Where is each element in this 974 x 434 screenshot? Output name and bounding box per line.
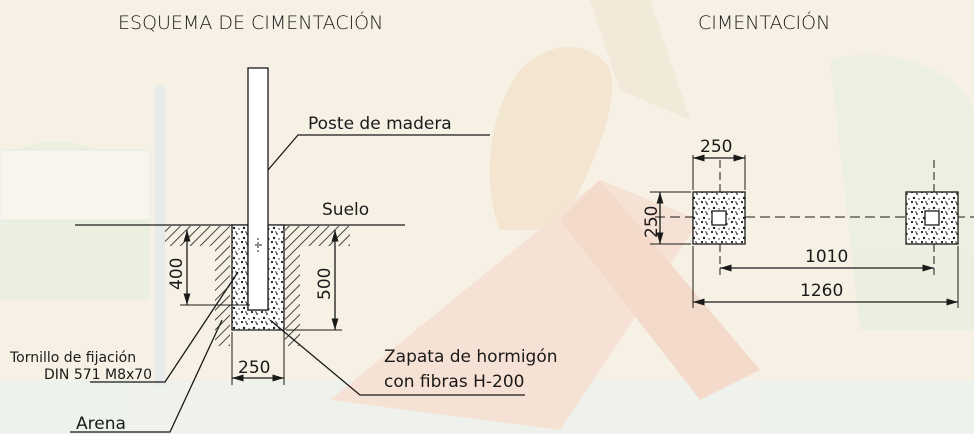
ground-label: Suelo — [322, 200, 369, 220]
footing-label-line2: con fibras H-200 — [384, 372, 524, 392]
dim-label-1260: 1260 — [800, 281, 843, 301]
soil-hatch-right — [285, 246, 300, 346]
footing-label-line1: Zapata de hormigón — [384, 347, 558, 367]
post-leader — [267, 134, 490, 171]
dim-label-width-right: 250 — [700, 137, 732, 157]
left-title: ESQUEMA DE CIMENTACIÓN — [118, 10, 383, 34]
post-label: Poste de madera — [308, 114, 452, 134]
dim-label-width-left: 250 — [238, 358, 270, 378]
sand-label: Arena — [76, 414, 126, 434]
footing-leader — [269, 319, 525, 396]
dim-label-1010: 1010 — [805, 247, 848, 267]
dim-label-400: 400 — [167, 258, 187, 290]
soil-hatch-right-top — [285, 226, 350, 246]
foundation-scheme — [70, 67, 525, 433]
foundation-plan — [650, 154, 974, 308]
right-title: CIMENTACIÓN — [698, 10, 830, 34]
dim-label-height-right: 250 — [642, 206, 662, 238]
wooden-post — [247, 67, 269, 311]
sand-leader — [70, 319, 223, 433]
bolt-label-line1: Tornillo de fijación — [9, 350, 136, 366]
dim-label-500: 500 — [315, 268, 335, 300]
soil-hatch-left-top — [165, 226, 230, 246]
bolt-label-line2: DIN 571 M8x70 — [44, 367, 152, 383]
bolt-leader — [90, 271, 239, 383]
